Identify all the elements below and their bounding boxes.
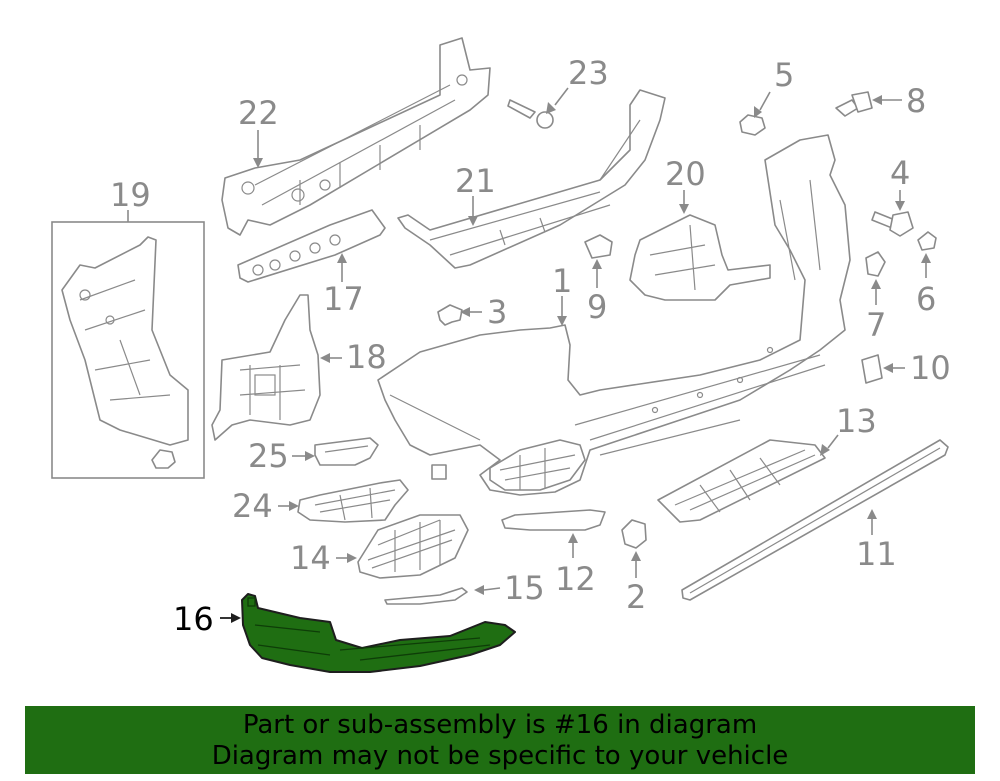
part-8-bolt xyxy=(835,91,873,117)
label-17: 17 xyxy=(323,280,364,318)
part-25-bracket xyxy=(314,437,379,466)
part-18-bracket xyxy=(211,294,321,441)
info-banner: Part or sub-assembly is #16 in diagram D… xyxy=(25,706,975,774)
part-22-reinforcement-bar xyxy=(221,37,491,236)
part-12-reflector-trim xyxy=(501,509,606,531)
label-11: 11 xyxy=(856,535,897,573)
label-10: 10 xyxy=(910,349,951,387)
label-2: 2 xyxy=(626,578,646,616)
part-14-grille-insert xyxy=(357,514,469,579)
label-9: 9 xyxy=(587,288,607,326)
part-number-labels: 22 23 5 8 21 20 19 4 6 7 9 17 3 1 18 10 … xyxy=(110,54,951,638)
part-9-clip xyxy=(584,234,613,259)
part-11-trim-strip xyxy=(681,439,949,601)
label-25: 25 xyxy=(248,437,289,475)
part-13-lower-panel xyxy=(657,439,826,523)
part-3-retainer xyxy=(437,304,463,326)
label-23: 23 xyxy=(568,54,609,92)
label-4: 4 xyxy=(890,154,910,192)
part-24-bracket xyxy=(297,479,409,523)
part-5-clip xyxy=(739,114,766,136)
banner-line-2: Diagram may not be specific to your vehi… xyxy=(211,741,789,771)
label-18: 18 xyxy=(346,338,387,376)
label-13: 13 xyxy=(836,402,877,440)
part-10-reflector xyxy=(861,354,883,384)
label-3: 3 xyxy=(487,293,507,331)
label-21: 21 xyxy=(455,162,496,200)
label-16-highlighted: 16 xyxy=(173,600,214,638)
label-7: 7 xyxy=(866,306,886,344)
label-24: 24 xyxy=(232,487,273,525)
part-17-energy-absorber xyxy=(237,209,386,283)
leader-lines xyxy=(127,87,931,623)
banner-line-1: Part or sub-assembly is #16 in diagram xyxy=(242,710,758,740)
label-6: 6 xyxy=(916,280,936,318)
part-1-bumper-cover xyxy=(377,134,851,496)
label-22: 22 xyxy=(238,94,279,132)
label-15: 15 xyxy=(504,569,545,607)
part-6-clip xyxy=(917,231,937,251)
label-19: 19 xyxy=(110,176,151,214)
part-15-molding xyxy=(384,587,468,605)
part-20-housing xyxy=(629,214,771,301)
label-8: 8 xyxy=(906,82,926,120)
part-16-highlighted-trim xyxy=(241,593,516,673)
label-5: 5 xyxy=(774,56,794,94)
label-1: 1 xyxy=(552,262,572,300)
label-12: 12 xyxy=(555,560,596,598)
part-7-clip xyxy=(865,251,886,277)
label-20: 20 xyxy=(665,155,706,193)
part-4-bolt xyxy=(871,211,914,237)
part-2-retainer xyxy=(621,519,647,549)
part-19-side-bracket xyxy=(51,221,205,479)
label-14: 14 xyxy=(290,539,331,577)
part-23-hook xyxy=(507,99,554,129)
part-21-support xyxy=(397,89,666,269)
